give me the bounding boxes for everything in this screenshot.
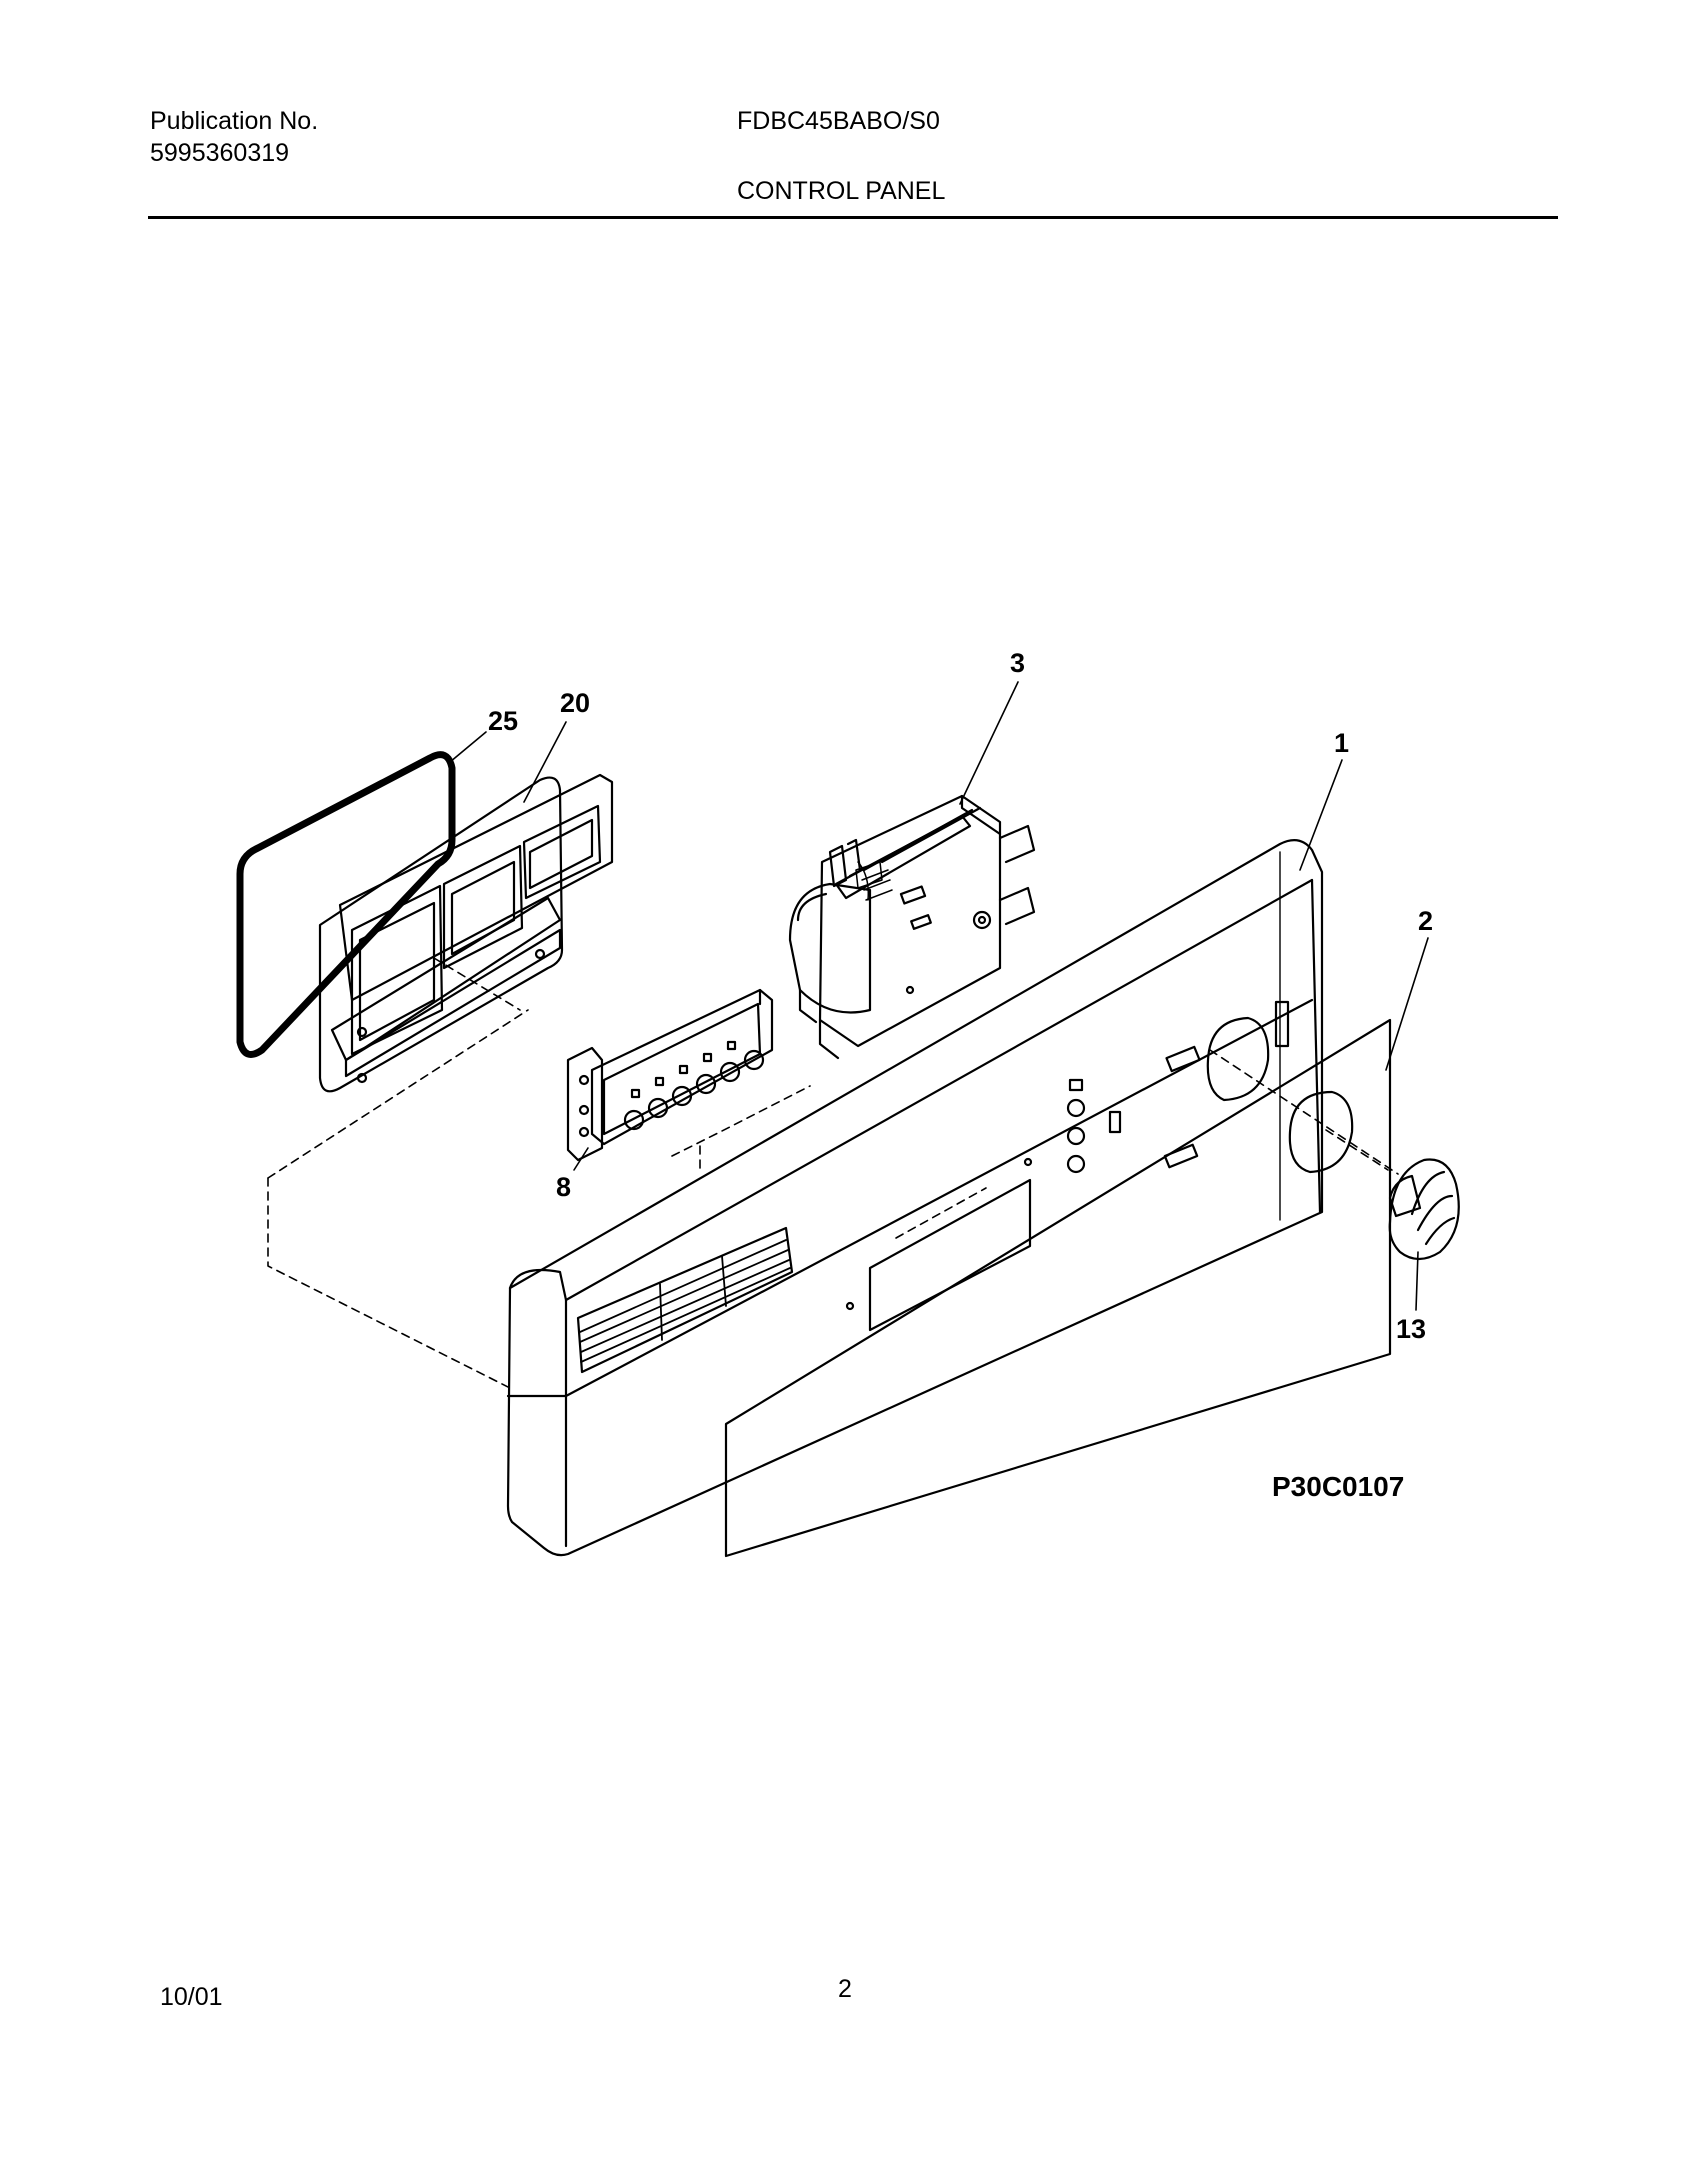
page-number: 2 [838, 1975, 852, 2003]
knob-part-13 [1388, 1158, 1460, 1261]
footer-date: 10/01 [160, 1983, 223, 2011]
callout-1: 1 [1334, 728, 1349, 758]
leader-lines [449, 681, 1429, 1311]
callout-13: 13 [1396, 1314, 1426, 1344]
publication-number: 5995360319 [150, 139, 290, 167]
header-rule [148, 216, 1558, 219]
publication-label: Publication No. [150, 107, 319, 135]
diagram-reference-code: P30C0107 [1272, 1471, 1404, 1502]
section-title: CONTROL PANEL [737, 177, 946, 205]
callout-25: 25 [488, 706, 518, 736]
model-number: FDBC45BABO/S0 [737, 107, 940, 135]
callout-8: 8 [556, 1172, 571, 1202]
assembly-lines [267, 957, 1399, 1389]
gasket-part-25 [236, 751, 456, 1058]
callout-20: 20 [560, 688, 590, 718]
switch-bracket-part-8 [566, 988, 774, 1162]
timer-part-3 [788, 794, 1036, 1060]
overlay-part-2 [724, 1018, 1392, 1558]
trim-frame-part-20 [318, 773, 614, 1093]
control-panel-part-1 [506, 839, 1324, 1557]
callout-2: 2 [1418, 906, 1433, 936]
callout-3: 3 [1010, 648, 1025, 678]
